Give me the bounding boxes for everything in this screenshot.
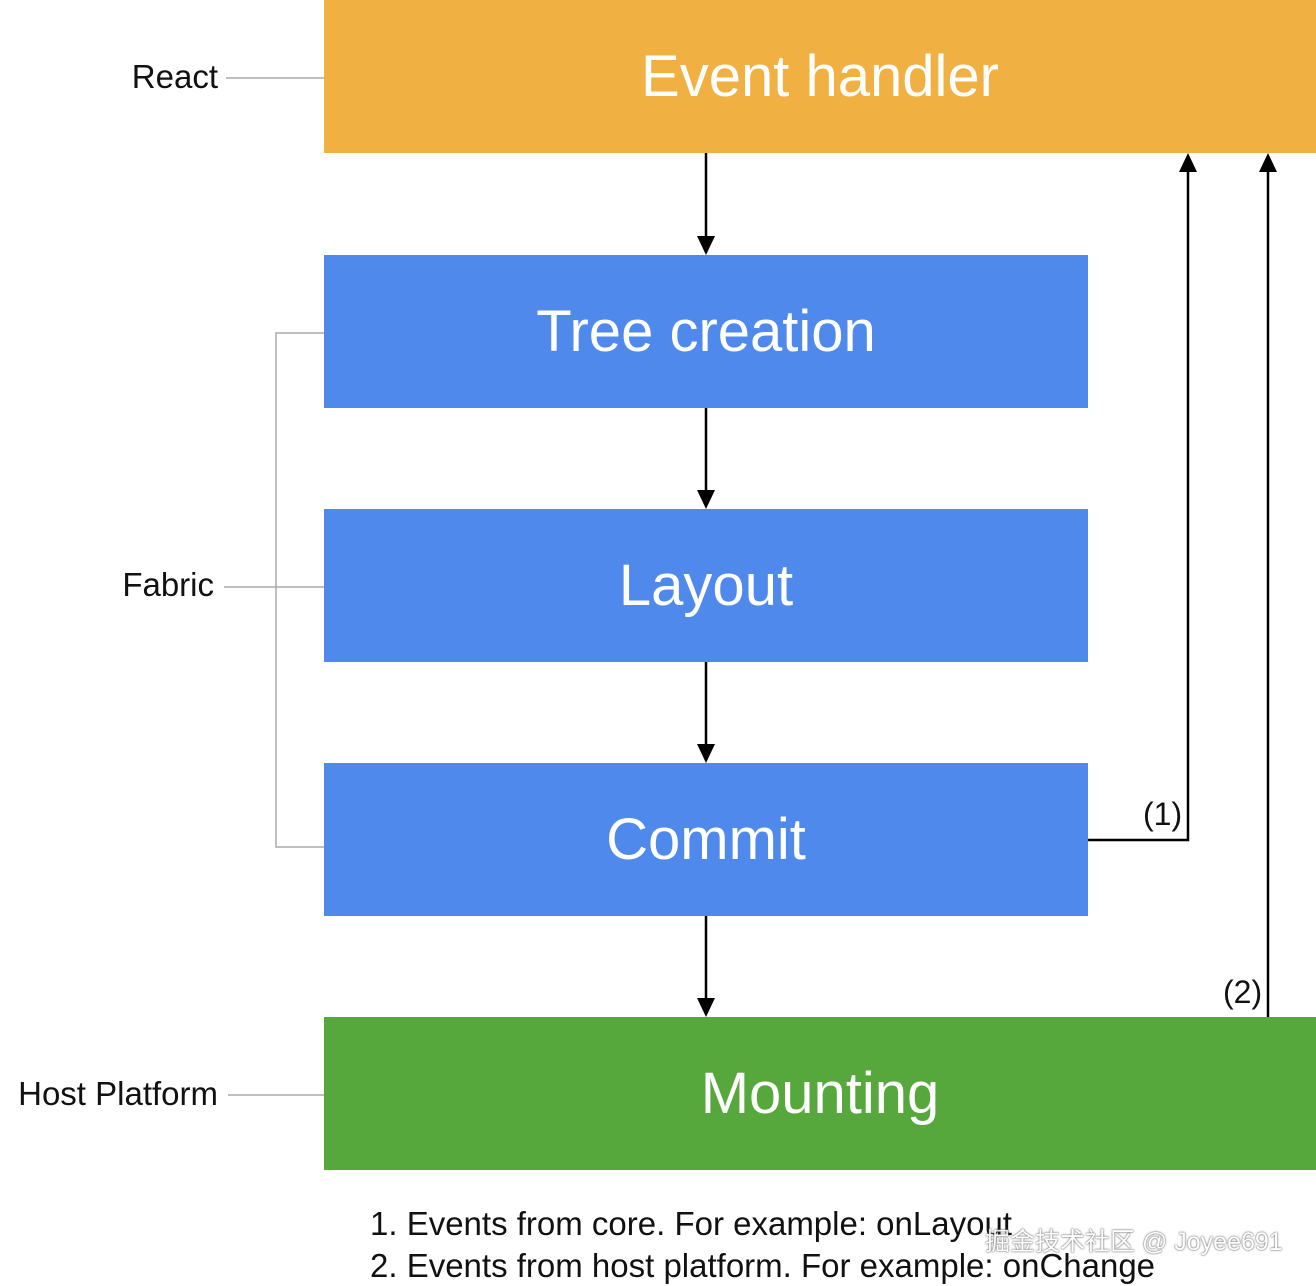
return-path-1-label: (1) bbox=[1143, 796, 1183, 832]
layer-label-react: React bbox=[131, 58, 218, 95]
watermark: 掘金技术社区 @ Joyee691 bbox=[985, 1228, 1283, 1256]
return-path-2-label: (2) bbox=[1223, 974, 1263, 1010]
arrowhead-tree-to-layout bbox=[697, 490, 715, 509]
mounting-label: Mounting bbox=[700, 1061, 940, 1126]
arrowhead-return-1 bbox=[1179, 153, 1197, 172]
commit-box: Commit bbox=[324, 763, 1088, 916]
tree-creation-box: Tree creation bbox=[324, 255, 1088, 408]
arrowhead-return-2 bbox=[1259, 153, 1277, 172]
commit-label: Commit bbox=[606, 807, 806, 872]
arrowhead-event-to-tree bbox=[697, 236, 715, 255]
event-handler-label: Event handler bbox=[641, 44, 999, 109]
mounting-box: Mounting bbox=[324, 1017, 1316, 1170]
event-handler-box: Event handler bbox=[324, 0, 1316, 153]
arrowhead-layout-to-commit bbox=[697, 744, 715, 763]
layer-label-host-platform: Host Platform bbox=[18, 1075, 218, 1112]
layout-label: Layout bbox=[618, 553, 794, 618]
footnote-1: 1. Events from core. For example: onLayo… bbox=[370, 1205, 1012, 1242]
arrowhead-commit-to-mounting bbox=[697, 998, 715, 1017]
return-path-1 bbox=[1088, 170, 1190, 842]
layer-label-fabric: Fabric bbox=[122, 566, 214, 603]
fabric-bracket bbox=[275, 332, 324, 848]
tree-creation-label: Tree creation bbox=[536, 299, 876, 364]
layout-box: Layout bbox=[324, 509, 1088, 662]
footnote-2: 2. Events from host platform. For exampl… bbox=[370, 1247, 1156, 1284]
